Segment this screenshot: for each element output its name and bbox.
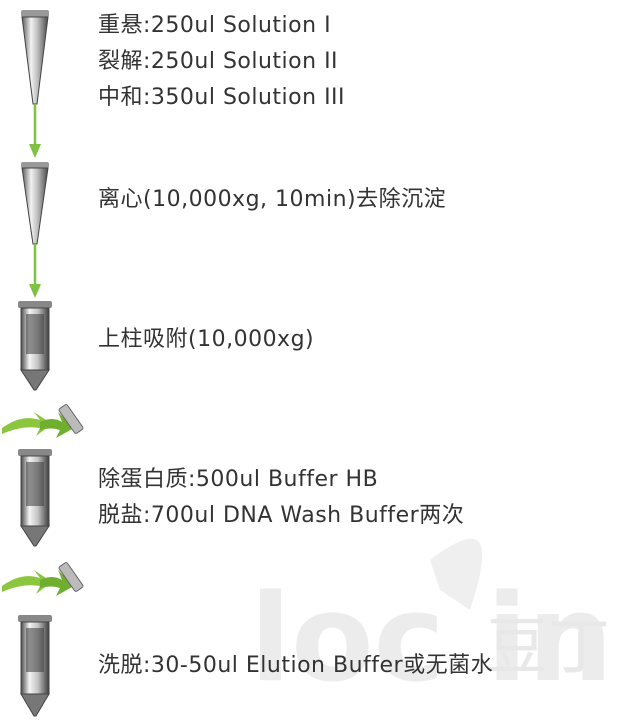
step-line: 中和:350ul Solution III — [98, 85, 346, 110]
step-line: 裂解:250ul Solution II — [98, 49, 339, 74]
step-column-binding: 上柱吸附(10,000xg) — [98, 322, 314, 358]
step-line: 上柱吸附(10,000xg) — [98, 327, 315, 352]
down-arrow-icon — [29, 244, 41, 298]
step-line: 离心(10,000xg, 10min)去除沉淀 — [98, 187, 447, 212]
centrifuge-tube-icon — [21, 162, 49, 245]
watermark-cjk-text: 豆丁 — [486, 610, 610, 683]
spin-column-icon — [18, 449, 52, 547]
step-resuspend-lyse-neutralize: 重悬:250ul Solution I 裂解:250ul Solution II… — [98, 8, 345, 116]
step-line: 脱盐:700ul DNA Wash Buffer两次 — [98, 503, 465, 528]
spin-column-icon — [18, 615, 52, 717]
step-elution: 洗脱:30-50ul Elution Buffer或无菌水 — [98, 648, 493, 684]
step-wash: 除蛋白质:500ul Buffer HB 脱盐:700ul DNA Wash B… — [98, 462, 464, 534]
centrifuge-tube-icon — [21, 10, 49, 105]
step-line: 除蛋白质:500ul Buffer HB — [98, 467, 379, 492]
spin-column-icon — [18, 301, 52, 391]
step-line: 洗脱:30-50ul Elution Buffer或无菌水 — [98, 653, 494, 678]
step-centrifuge: 离心(10,000xg, 10min)去除沉淀 — [98, 182, 446, 218]
transfer-swirl-arrow-icon — [2, 404, 84, 438]
step-line: 重悬:250ul Solution I — [98, 13, 332, 38]
watermark-latin-text: loc in — [250, 570, 613, 709]
transfer-swirl-arrow-icon — [2, 562, 84, 596]
down-arrow-icon — [29, 104, 41, 158]
